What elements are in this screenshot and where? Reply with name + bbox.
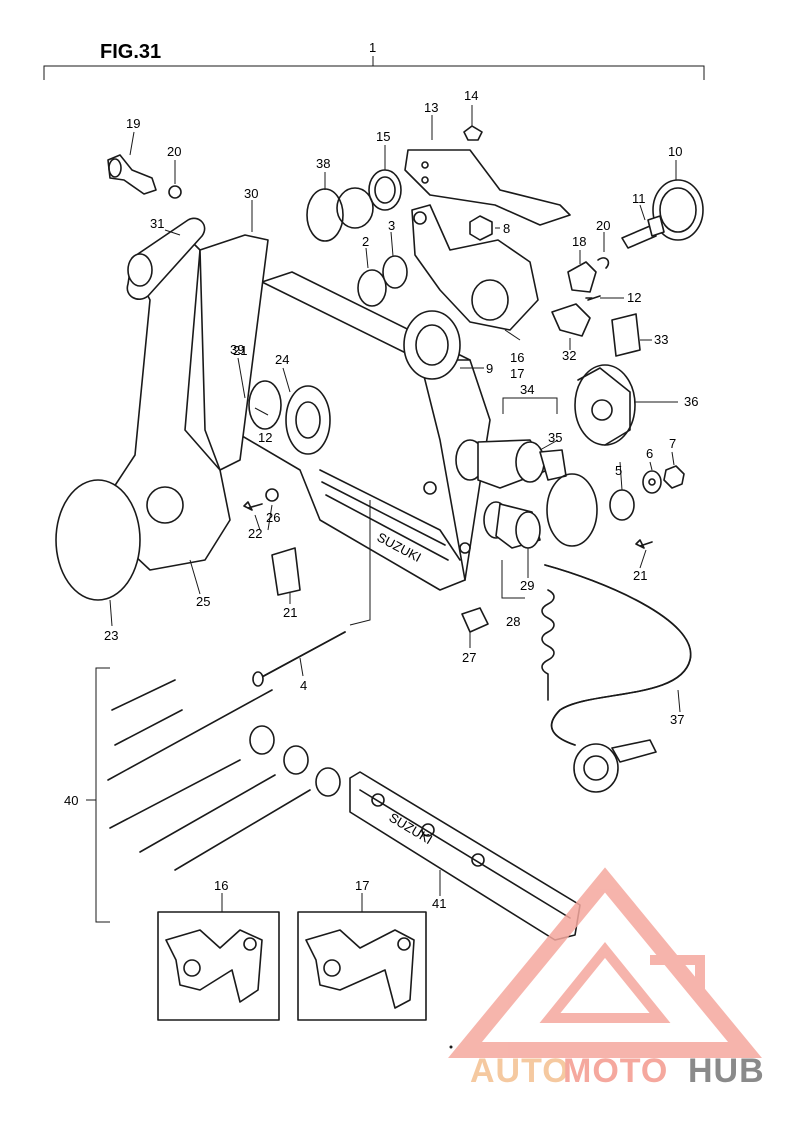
callout-39: 39 xyxy=(230,342,244,357)
inset-16 xyxy=(157,911,280,1021)
part-32-holder xyxy=(551,303,591,337)
part-4-bolt xyxy=(252,631,346,687)
part-15-ring-b xyxy=(368,169,402,211)
callout-17: 17 xyxy=(510,366,524,381)
callout-38: 38 xyxy=(316,156,330,171)
part-7-nut xyxy=(663,465,685,489)
part-6-washer xyxy=(642,470,662,494)
part-41-trim-bar: SUZUKI xyxy=(349,771,581,941)
part-21-bracket xyxy=(271,547,301,596)
part-3-bushing xyxy=(382,255,408,289)
callout-21c: 21 xyxy=(233,343,247,358)
part-18-bracket xyxy=(567,261,597,293)
callout-33: 33 xyxy=(654,332,668,347)
part-10-ring xyxy=(652,179,704,241)
callout-2: 2 xyxy=(362,234,369,249)
callout-numbers: 2 3 4 5 6 7 8 9 10 11 12 12 13 14 15 16 … xyxy=(64,88,698,911)
clip-ring xyxy=(546,473,598,547)
callout-32: 32 xyxy=(562,348,576,363)
callout-31: 31 xyxy=(150,216,164,231)
callout-12b: 12 xyxy=(258,430,272,445)
part-12-screw xyxy=(585,295,601,301)
callout-16: 16 xyxy=(510,350,524,365)
callout-3: 3 xyxy=(388,218,395,233)
part-11-bolt xyxy=(621,215,665,249)
speck xyxy=(449,1045,453,1049)
callout-20b: 20 xyxy=(596,218,610,233)
kit-40 xyxy=(86,667,341,923)
part-35-switch xyxy=(455,439,567,489)
inset-16-label: 16 xyxy=(214,878,228,893)
callout-23: 23 xyxy=(104,628,118,643)
callout-24: 24 xyxy=(275,352,289,367)
part-13-arm xyxy=(404,149,571,226)
bracket-34 xyxy=(502,397,558,414)
part-33-switch xyxy=(611,313,641,357)
callout-27: 27 xyxy=(462,650,476,665)
callout-34: 34 xyxy=(520,382,534,397)
callout-29: 29 xyxy=(520,578,534,593)
callout-15: 15 xyxy=(376,129,390,144)
part-21-screw xyxy=(635,539,653,549)
part-36-cover xyxy=(574,364,636,446)
part-28-stop-switch xyxy=(483,501,541,549)
callout-7: 7 xyxy=(669,436,676,451)
watermark-prefix: AUTO xyxy=(470,1052,570,1090)
callout-35: 35 xyxy=(548,430,562,445)
inset-17 xyxy=(297,911,427,1021)
figure-title: FIG.31 xyxy=(100,41,161,63)
part-5-spacer xyxy=(609,489,635,521)
callout-28: 28 xyxy=(506,614,520,629)
callout-30: 30 xyxy=(244,186,258,201)
callout-9: 9 xyxy=(486,361,493,376)
callout-25: 25 xyxy=(196,594,210,609)
watermark-middle: MOTO xyxy=(563,1052,668,1090)
callout-4: 4 xyxy=(300,678,307,693)
callout-5: 5 xyxy=(615,463,622,478)
assembly-bracket xyxy=(43,56,705,80)
part-20-clip xyxy=(597,257,610,269)
part-8-nut xyxy=(469,215,493,241)
part-27-clip xyxy=(461,607,489,633)
callout-13: 13 xyxy=(424,100,438,115)
leader-lines xyxy=(109,105,681,896)
inset-17-label: 17 xyxy=(355,878,369,893)
part-15-ring-a xyxy=(336,187,374,229)
part-16-cam-plate xyxy=(411,204,539,331)
callout-14: 14 xyxy=(464,88,478,103)
callout-11: 11 xyxy=(632,191,646,206)
lanyard-coil xyxy=(541,589,555,701)
callout-20a: 20 xyxy=(167,144,181,159)
part-26-washer xyxy=(265,488,279,502)
callout-18: 18 xyxy=(572,234,586,249)
neutral-grip xyxy=(199,234,269,471)
callout-19: 19 xyxy=(126,116,140,131)
callout-26: 26 xyxy=(266,510,280,525)
part-22-screw xyxy=(243,501,263,511)
callout-21a: 21 xyxy=(283,605,297,620)
callout-10: 10 xyxy=(668,144,682,159)
bracket-28 xyxy=(501,560,525,599)
callout-37: 37 xyxy=(670,712,684,727)
part-24-spring xyxy=(248,380,331,455)
lever-cover xyxy=(55,479,141,601)
watermark-logo xyxy=(448,867,762,1058)
callout-1: 1 xyxy=(369,40,376,55)
callout-12a: 12 xyxy=(627,290,641,305)
callout-41: 41 xyxy=(432,896,446,911)
watermark-suffix: HUB xyxy=(688,1052,765,1090)
callout-36: 36 xyxy=(684,394,698,409)
part-37-harness xyxy=(544,564,692,793)
part-9-washer xyxy=(403,310,461,380)
callout-8: 8 xyxy=(503,221,510,236)
control-lever xyxy=(111,217,231,571)
callout-21b: 21 xyxy=(633,568,647,583)
part-19-knob xyxy=(107,154,157,195)
callout-40: 40 xyxy=(64,793,78,808)
callout-22: 22 xyxy=(248,526,262,541)
part-2-bushing xyxy=(357,269,387,307)
part-20-ring xyxy=(168,185,182,199)
callout-6: 6 xyxy=(646,446,653,461)
